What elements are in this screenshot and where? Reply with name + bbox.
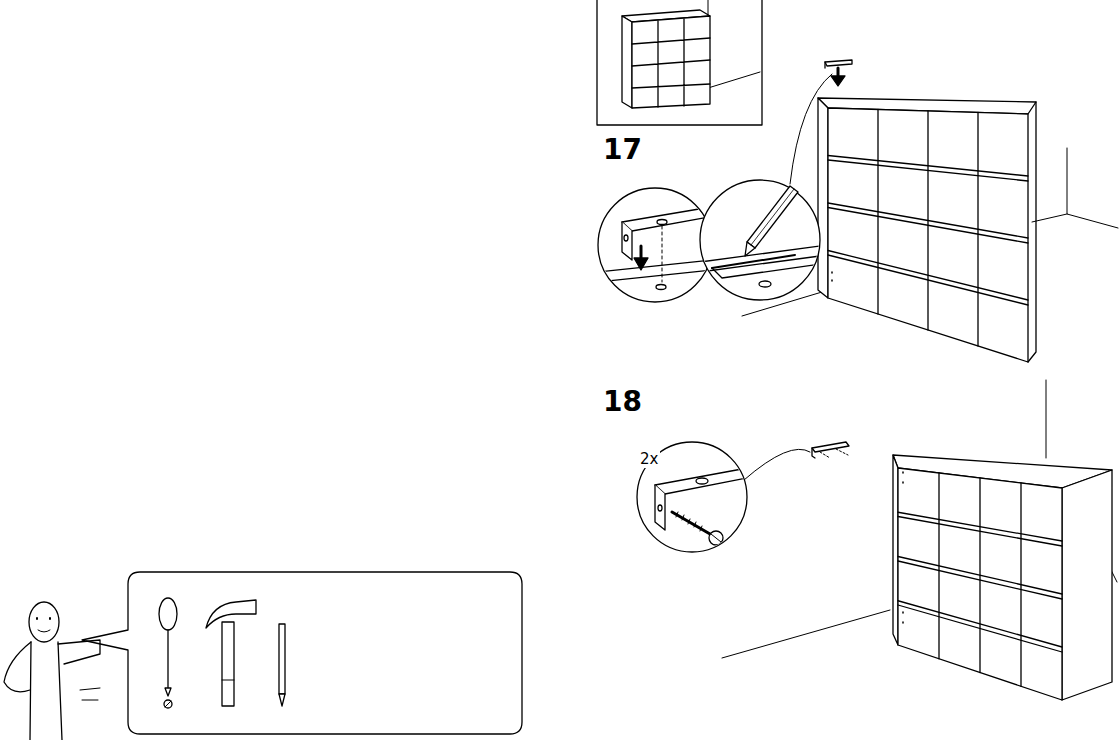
detail-callout	[711, 534, 721, 542]
detail-callout	[657, 220, 667, 225]
detail-callout	[656, 285, 666, 290]
wall-bracket	[812, 442, 849, 458]
bracket-arrow	[825, 60, 852, 86]
assembly-illustration	[4, 0, 1118, 740]
detail-callout	[598, 208, 714, 290]
person-figure	[4, 642, 31, 692]
shelving-unit	[828, 203, 1028, 243]
shelving-unit	[818, 98, 1036, 362]
overview-inset	[632, 16, 710, 108]
hammer-icon	[206, 600, 256, 706]
detail-callout	[655, 485, 665, 530]
shelving-unit	[1062, 470, 1112, 700]
detail-callout	[658, 505, 662, 511]
detail-callout	[598, 260, 712, 272]
detail-callout	[655, 469, 752, 545]
overview-inset	[622, 16, 632, 108]
shelving-unit	[898, 601, 1062, 652]
screwdriver-icon	[159, 598, 177, 630]
wall-bracket	[812, 442, 849, 452]
detail-callout	[672, 512, 710, 534]
room-lines	[722, 610, 890, 658]
shelving-unit	[831, 272, 833, 281]
hammer-icon	[206, 600, 256, 628]
detail-callout	[622, 208, 714, 231]
detail-callout	[700, 256, 820, 272]
detail-callout	[637, 442, 747, 552]
detail-callout	[676, 512, 702, 531]
detail-callout	[598, 188, 714, 302]
detail-callout	[622, 222, 632, 260]
shelving-unit	[893, 455, 898, 645]
overview-inset	[597, 0, 762, 125]
bracket-arrow	[824, 62, 825, 68]
person-figure	[29, 602, 59, 642]
wall-bracket	[812, 448, 815, 458]
room-lines	[1032, 148, 1118, 228]
detail-callout	[709, 531, 723, 545]
leader-curve	[790, 74, 832, 184]
hammer-icon	[222, 622, 234, 706]
wall-bracket	[820, 449, 848, 458]
person-figure	[80, 688, 100, 700]
tools-panel	[82, 572, 522, 734]
detail-callout	[751, 189, 794, 245]
detail-callout	[700, 246, 820, 287]
detail-callout	[747, 186, 798, 248]
shelving-unit	[828, 156, 1028, 182]
screwdriver-icon	[165, 701, 171, 707]
bracket-arrow	[831, 76, 845, 86]
shelving-unit	[898, 468, 1062, 700]
shelving-unit	[828, 251, 1028, 306]
overview-inset	[622, 0, 760, 108]
hammer-icon	[222, 680, 234, 681]
person-figure	[38, 630, 50, 632]
detail-callout	[700, 180, 820, 300]
screwdriver-icon	[164, 700, 172, 708]
detail-callout	[745, 242, 755, 256]
shelving-unit	[1028, 102, 1036, 362]
detail-callout	[598, 188, 712, 302]
detail-callout	[637, 442, 752, 552]
detail-callout	[634, 258, 648, 270]
detail-callout	[759, 281, 771, 287]
shelving-unit	[828, 108, 1028, 362]
overview-inset	[597, 0, 762, 125]
detail-callout	[712, 264, 820, 278]
shelving-unit	[898, 557, 1062, 600]
person-figure	[58, 640, 100, 664]
person-figure	[4, 602, 100, 740]
detail-callout	[712, 255, 795, 268]
step-number: 17	[603, 136, 642, 164]
shelving-unit	[818, 98, 828, 298]
shelving-unit	[902, 472, 904, 623]
detail-callout	[598, 270, 712, 282]
pencil-icon	[279, 624, 285, 706]
screwdriver-icon	[165, 630, 171, 696]
detail-callout	[624, 235, 628, 241]
screwdriver-icon	[159, 598, 177, 708]
detail-callout	[700, 180, 820, 300]
room-lines	[1046, 380, 1047, 458]
shelving-unit	[893, 455, 1112, 700]
person-figure	[37, 618, 50, 619]
step-number: 18	[603, 388, 642, 416]
leader-curve	[744, 449, 810, 480]
person-figure	[30, 642, 62, 740]
shelving-unit	[898, 512, 1062, 546]
pencil-icon	[279, 694, 285, 706]
shelving-unit	[878, 110, 978, 347]
overview-inset	[632, 19, 710, 107]
quantity-label: 2x	[638, 451, 660, 468]
detail-callout	[696, 478, 708, 484]
detail-callout	[662, 226, 663, 282]
bracket-arrow	[825, 60, 852, 66]
detail-callout	[655, 469, 752, 494]
pencil-icon	[279, 624, 285, 694]
tools-panel	[82, 572, 522, 734]
